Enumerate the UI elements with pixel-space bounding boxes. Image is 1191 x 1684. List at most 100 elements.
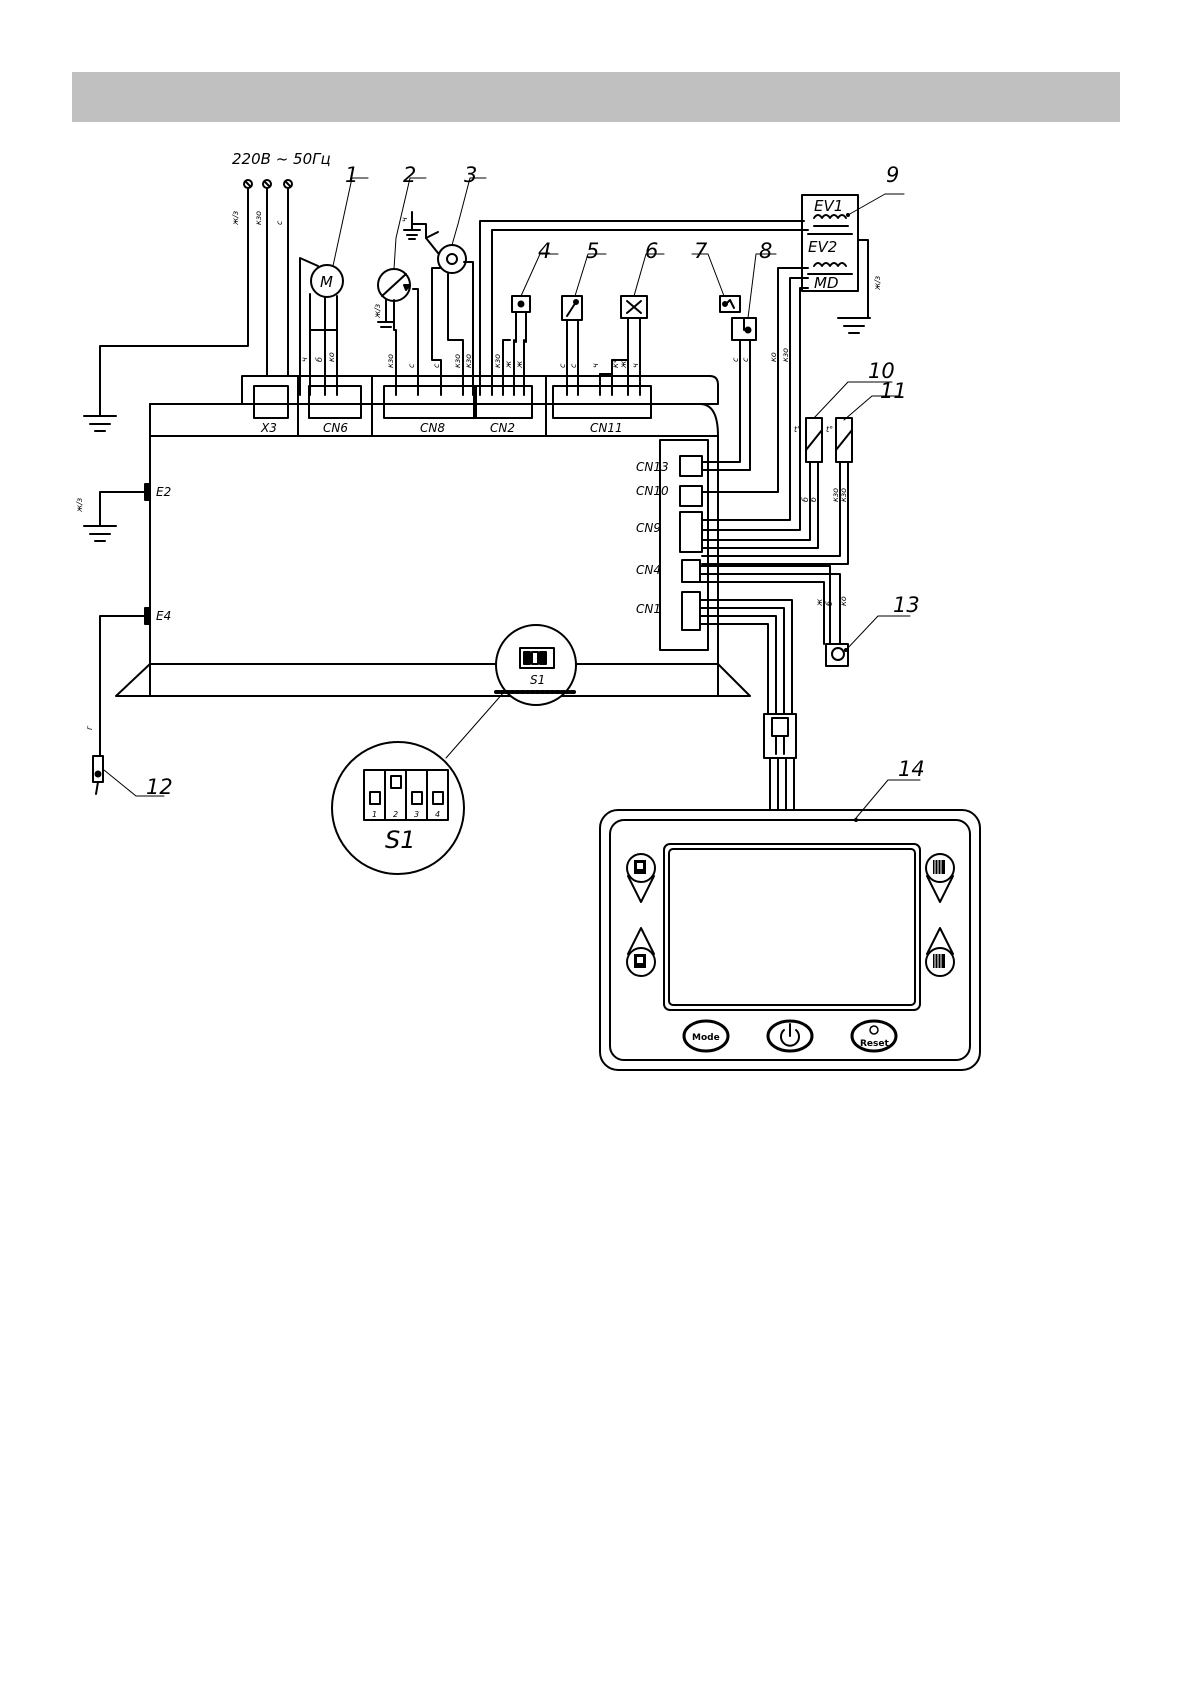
valve-ev2: EV2 [808,238,837,256]
mode-button[interactable]: Mode [682,1019,730,1053]
connector-cn4: CN4 [636,563,661,577]
valve-wiring: кзо ж ж [479,220,809,396]
svg-text:б: б [315,357,324,362]
svg-text:с: с [569,363,578,368]
svg-text:с: с [741,357,750,362]
svg-text:4: 4 [538,239,551,263]
svg-text:ж: ж [504,360,513,369]
terminal-e4: E4 [156,609,171,623]
svg-text:ж: ж [515,360,524,369]
svg-text:Reset: Reset [860,1039,889,1049]
connector-cn10: CN10 [636,484,669,498]
svg-text:кзо: кзо [453,354,462,368]
power-label: 220В ~ 50Гц [232,150,331,168]
component-5-switch: 5 с с [558,239,607,396]
panel-cable [699,599,797,811]
svg-text:ж: ж [815,598,824,607]
component-1-motor: M 1 ч б ко [299,163,369,396]
svg-text:кзо: кзо [464,354,473,368]
svg-text:кч: кч [611,358,620,368]
component-6-lamp: 6 ч кч ж ч [591,239,665,396]
svg-text:ж/з: ж/з [373,304,382,319]
connector-x3: X3 [260,421,277,435]
svg-text:кзо: кзо [386,354,395,368]
connector-cn13: CN13 [636,460,669,474]
component-2-fan: 2 ж/з кзо с [373,163,427,396]
svg-text:11: 11 [880,379,907,403]
svg-text:5: 5 [586,239,599,263]
svg-text:с: с [407,363,416,368]
svg-text:б: б [801,497,810,502]
svg-text:ж/з: ж/з [873,276,882,291]
up-right-button[interactable] [925,927,955,977]
e2-ground: ж/з [75,491,146,542]
connector-cn6: CN6 [323,421,348,435]
component-9-valves: EV1 EV2 MD ж/з 9 ко кзо [701,163,905,531]
down-left-button[interactable] [626,853,656,903]
power-input: 220В ~ 50Гц ж/з кзо с [83,150,331,432]
svg-text:с: с [275,220,284,225]
svg-text:ко: ко [839,596,848,606]
svg-text:3: 3 [414,810,419,819]
svg-text:ч: ч [400,217,409,222]
svg-text:4: 4 [435,810,440,819]
svg-text:с: с [731,357,740,362]
svg-text:ко: ко [327,352,336,362]
svg-text:ч: ч [631,363,640,368]
connector-cn1: CN1 [636,602,661,616]
component-3-pump: 3 ч с кзо кзо [400,163,487,396]
svg-text:г: г [85,725,94,730]
svg-text:8: 8 [759,239,772,263]
connector-cn8: CN8 [420,421,445,435]
component-12-probe: г 12 [85,615,173,799]
svg-text:t°: t° [794,425,801,434]
svg-text:ч: ч [300,357,309,362]
component-13-sensor: ж б ко 13 [699,565,920,667]
component-4-sensor: 4 [511,239,559,343]
terminal-e2: E2 [156,485,171,499]
component-14-control-panel: 14 [599,757,981,1071]
svg-text:10: 10 [868,359,895,383]
valve-ev1: EV1 [814,197,843,215]
svg-text:ко: ко [769,352,778,362]
svg-text:б: б [809,497,818,502]
svg-text:кзо: кзо [831,488,840,502]
svg-text:6: 6 [645,239,658,263]
svg-text:M: M [320,273,333,291]
up-left-button[interactable] [626,927,656,977]
valve-md: MD [814,274,839,292]
svg-text:14: 14 [898,757,925,781]
control-board: X3 CN6 CN8 CN2 CN11 CN13 CN10 CN9 CN4 CN… [115,375,751,706]
connector-cn11: CN11 [590,421,623,435]
component-10-sensor: t° б б 10 [701,359,895,549]
svg-text:с: с [432,363,441,368]
svg-text:1: 1 [345,163,358,187]
power-button[interactable] [766,1019,814,1053]
svg-text:с: с [558,363,567,368]
s1-detail: 1 2 3 4 S1 [331,691,505,875]
svg-text:S1: S1 [530,673,545,687]
header-bar [72,72,1120,122]
component-8-sensor: 8 с с [701,239,777,471]
svg-text:t°: t° [826,425,833,434]
s1-label: S1 [385,826,416,854]
svg-text:1: 1 [372,810,377,819]
svg-text:ж/з: ж/з [75,498,84,513]
svg-text:кзо: кзо [254,211,263,225]
svg-text:ж/з: ж/з [231,211,240,226]
down-right-button[interactable] [925,853,955,903]
svg-text:кзо: кзо [781,348,790,362]
svg-text:Mode: Mode [692,1033,720,1043]
svg-text:9: 9 [886,163,899,187]
component-11-sensor: t° кзо кзо 11 [701,379,907,565]
svg-text:ж: ж [619,360,628,369]
connector-cn9: CN9 [636,521,661,535]
svg-text:кзо: кзо [493,354,502,368]
svg-text:3: 3 [464,163,477,187]
reset-button[interactable]: Reset [850,1019,898,1053]
svg-text:13: 13 [893,593,920,617]
svg-text:12: 12 [146,775,173,799]
svg-text:7: 7 [694,239,708,263]
connector-cn2: CN2 [490,421,515,435]
